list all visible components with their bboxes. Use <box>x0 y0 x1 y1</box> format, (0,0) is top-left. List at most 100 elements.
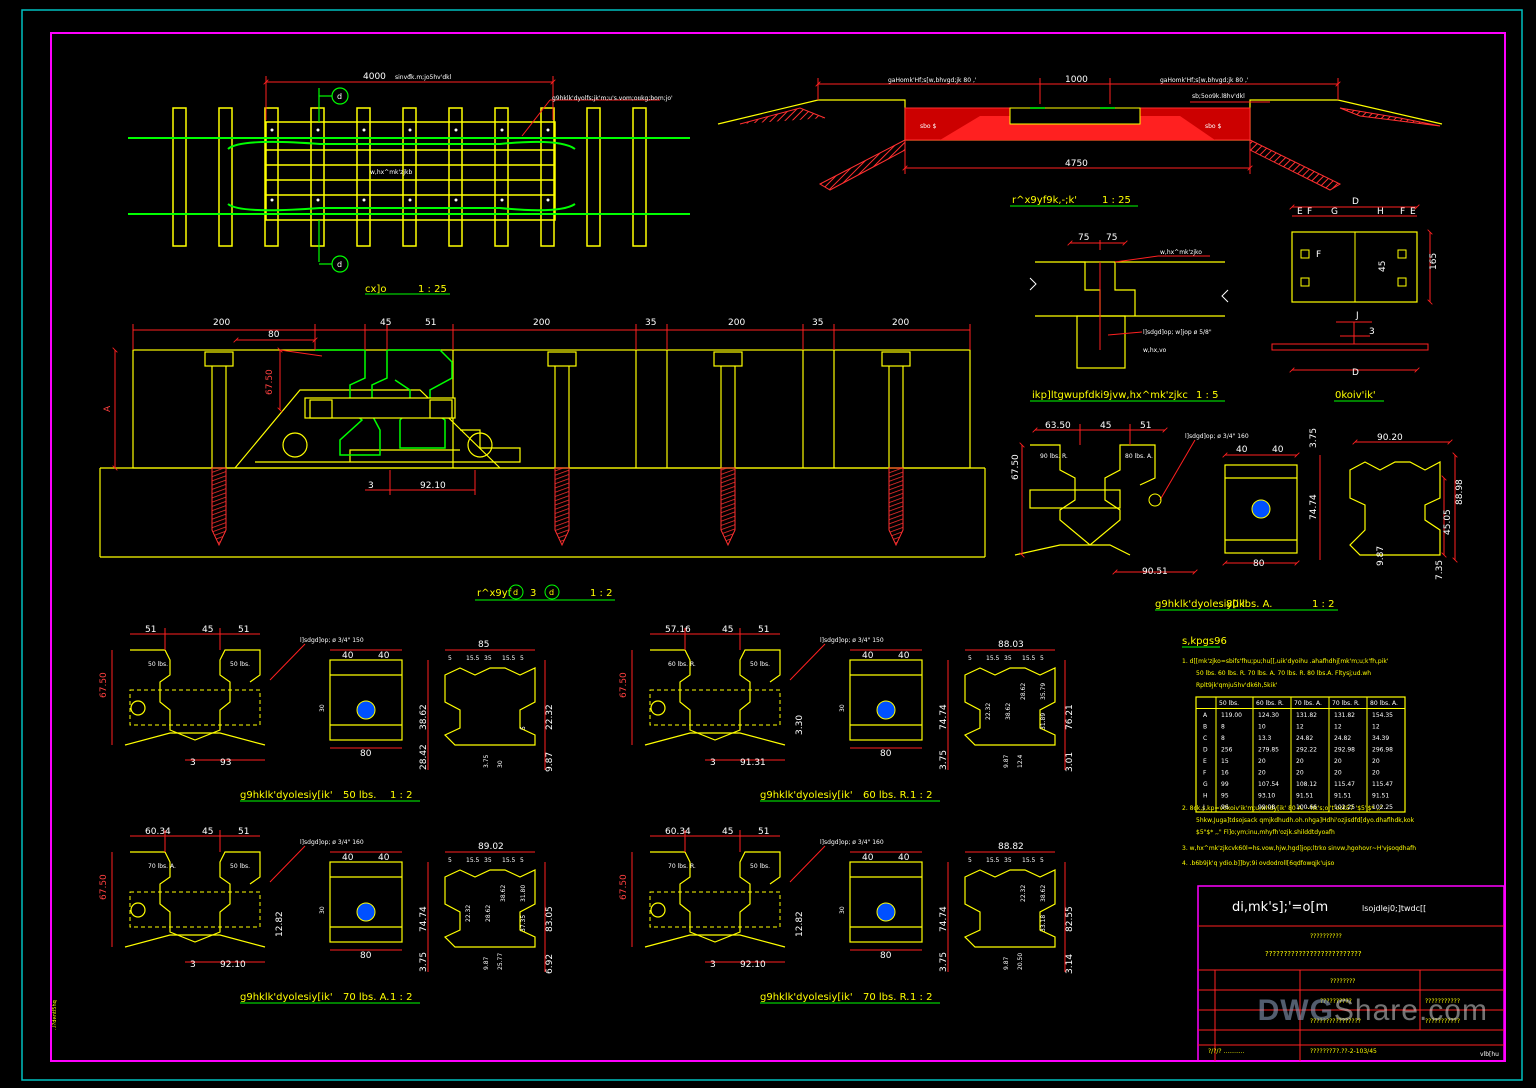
side-sub-dim-1: 15.5 <box>466 857 480 864</box>
side-top-dim: 85 <box>478 640 489 650</box>
rail-label-right: 50 lbs. <box>750 863 770 870</box>
rail-label-right: 50 lbs. <box>750 661 770 668</box>
side-dim-7: 38.62 <box>1040 885 1047 902</box>
table-cell: 119.00 <box>1221 712 1242 719</box>
table-cell: 10 <box>1258 724 1266 731</box>
main-section: 200 80 45 51 200 35 200 35 200 67.50 A 3… <box>99 318 986 601</box>
bolt-label: l]sdgd]op; ø 3/4" 160 <box>820 839 884 846</box>
table-cell: 292.22 <box>1296 747 1317 754</box>
joint-label-a: w,hx^mk'zjko <box>1160 249 1202 256</box>
main-dim-5: 35 <box>645 318 656 328</box>
panel-caption: g9hklk'dyolesiy[ik' <box>760 992 853 1003</box>
side-dim-0: 74.74 <box>939 704 949 730</box>
top-dim-0: 57.16 <box>665 625 691 635</box>
sect-scale: 1 : 25 <box>1102 195 1131 206</box>
plate-F1: F <box>1307 207 1312 217</box>
tb-foot-r: vlb[hu <box>1480 1051 1499 1058</box>
side-sub-dim-3: 15.5 <box>502 857 516 864</box>
plate-detail: D E F G H F E 165 45 F J 3 D 0koiv'ik' <box>1271 197 1439 402</box>
bolt-label: l]sdgd]op; ø 3/4" 160 <box>300 839 364 846</box>
bolt-label: l]sdgd]op; ø 3/4" 150 <box>820 637 884 644</box>
base-dim-1: 3 <box>190 758 196 768</box>
table-cell: 115.47 <box>1334 781 1355 788</box>
plan-dim-total: 4000 <box>363 72 386 82</box>
side-top-dim: 88.03 <box>998 640 1024 650</box>
sect-dim-right: gaHomk'Hf;s[w,bhvgd;jk 80 ,' <box>1160 77 1249 84</box>
main-dim-1: 80 <box>268 330 280 340</box>
table-cell: 91.51 <box>1334 793 1351 800</box>
side-sub-dim-2: 35 <box>484 655 492 662</box>
joint-label-c: w,hx,vo <box>1143 347 1167 354</box>
d80-scale: 1 : 2 <box>1312 599 1334 610</box>
side-dim-1: 3.75 <box>939 952 949 972</box>
side-dim-3: 3.14 <box>1065 954 1075 974</box>
d80-dim-0: 63.50 <box>1045 421 1071 431</box>
main-dim-8: 200 <box>892 318 909 328</box>
table-cell: A <box>1203 712 1208 719</box>
d80-r-2: 88.98 <box>1455 479 1465 505</box>
plan-caption: cx]o <box>365 284 386 295</box>
table-cell: 24.82 <box>1296 735 1313 742</box>
side-dim-5: 30 <box>497 760 504 768</box>
base-dim-2: 92.10 <box>740 960 766 970</box>
side-dim-1: 28.42 <box>419 744 429 770</box>
d80-r-1: 45.05 <box>1443 509 1453 535</box>
note-1c: Rplt9jk'qmju5hv'dk6h,5kik' <box>1196 682 1278 689</box>
watermark-site: Share.com <box>1333 994 1488 1027</box>
main-dim-3: 51 <box>425 318 436 328</box>
d80-r-4: 7.35 <box>1435 560 1445 580</box>
table-cell: 296.98 <box>1372 747 1393 754</box>
side-dim-9: 38.62 <box>1005 703 1012 720</box>
side-dim-3: 6.92 <box>545 954 555 974</box>
table-cell: 20 <box>1372 770 1380 777</box>
top-dim-0: 60.34 <box>665 827 691 837</box>
notes: s,kpgs96 1. d[[mk'zjko=sbifs'fhu;pu;hu[[… <box>1182 636 1416 867</box>
side-sub-dim-4: 5 <box>520 655 524 662</box>
side-dim-10: 22.32 <box>985 703 992 720</box>
table-cell: G <box>1203 781 1208 788</box>
note-2: 2. 8ck,s,kp=v0koiv'ik'm;u,whdy[ik' 80 A.… <box>1182 805 1383 812</box>
table-cell: 24.82 <box>1334 735 1351 742</box>
d80-blk-0: 40 <box>1236 445 1248 455</box>
side-dim-6: 33.18 <box>1040 915 1047 932</box>
table-cell: E <box>1203 758 1207 765</box>
plate-side: 165 <box>1429 253 1439 270</box>
side-dim-2: 82.55 <box>1065 906 1075 932</box>
base-dim-2: 92.10 <box>220 960 246 970</box>
side-sub-dim-1: 15.5 <box>986 857 1000 864</box>
top-dim-0: 51 <box>145 625 156 635</box>
tb-r7: ??????????? <box>1425 1018 1460 1025</box>
plate-J: J <box>1355 311 1359 321</box>
block-dim-1: 40 <box>378 853 390 863</box>
side-dim-1: 3.75 <box>419 952 429 972</box>
tb-r3: ???????? <box>1330 978 1355 985</box>
plate-F: F <box>1316 250 1321 260</box>
note-3: 3. w,hx^mk'zjkcvk60l=hs.vow,hjw,hgd]jop;… <box>1182 845 1416 852</box>
table-cell: 115.47 <box>1372 781 1393 788</box>
plate-inner: 45 <box>1378 261 1388 272</box>
side-sub-dim-2: 35 <box>484 857 492 864</box>
d80-dim-1: 45 <box>1100 421 1111 431</box>
table-cell: 154.35 <box>1372 712 1393 719</box>
tb-r4: ?????????? <box>1320 998 1352 1005</box>
side-dim-8: 22.32 <box>1020 885 1027 902</box>
vert-dim: 12.82 <box>795 911 805 937</box>
panel-spec: 50 lbs. <box>343 790 376 801</box>
joint-d2: 75 <box>1106 233 1117 243</box>
side-sub-dim-0: 5 <box>968 857 972 864</box>
base-dim-1: 3 <box>710 758 716 768</box>
rail-height: 67.50 <box>619 672 629 698</box>
main-caption: r^x9yf <box>477 588 512 599</box>
side-sub-dim-1: 15.5 <box>986 655 1000 662</box>
side-dim-6: 31.89 <box>1040 713 1047 730</box>
panel-spec: 70 lbs. A. <box>343 992 389 1003</box>
side-dim-7: 35.79 <box>1040 683 1047 700</box>
block-center: 30 <box>319 704 326 712</box>
d80-b2: 90.51 <box>1142 567 1168 577</box>
side-dim-8: 38.62 <box>500 885 507 902</box>
watermark-dwg: DWG <box>1257 994 1334 1027</box>
block-dim-bottom: 80 <box>360 951 372 961</box>
side-sub-dim-4: 5 <box>1040 655 1044 662</box>
